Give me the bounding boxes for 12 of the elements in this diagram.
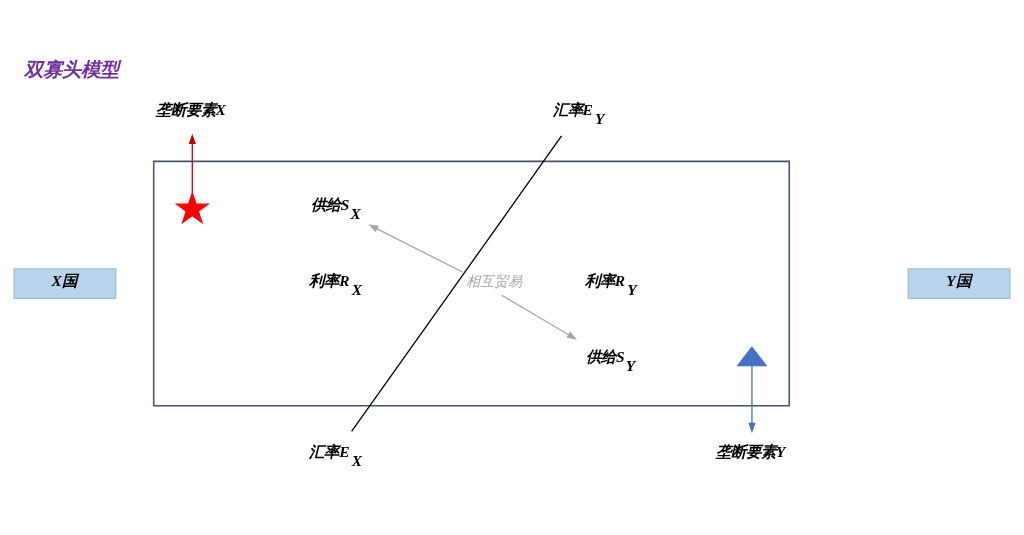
arrow	[748, 365, 756, 434]
node-box: X国	[13, 268, 117, 300]
connector	[350, 135, 563, 433]
edge-label: 相互贸易	[466, 272, 523, 289]
node-text: 垄断要素Y	[715, 443, 786, 461]
arrow	[368, 224, 578, 340]
node-triangle	[736, 346, 768, 367]
node-star	[174, 190, 210, 225]
arrow	[188, 133, 196, 193]
diagram-title: 双寡头模型	[24, 59, 120, 81]
node-box: Y国	[907, 268, 1011, 300]
node-text: 垄断要素X	[155, 101, 226, 119]
